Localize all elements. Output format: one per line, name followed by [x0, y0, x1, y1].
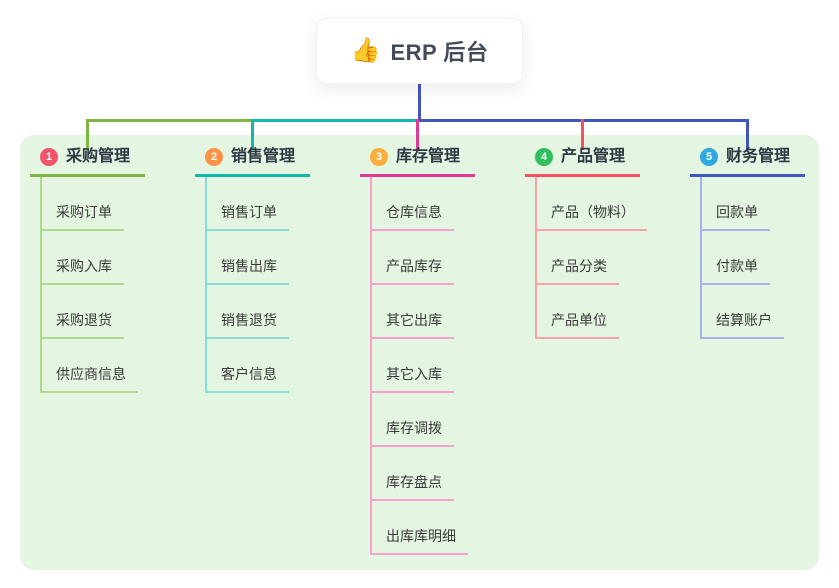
branch-drop-line — [746, 119, 749, 150]
branch-number-badge: 1 — [40, 148, 58, 166]
child-node[interactable]: 出库库明细 — [372, 501, 468, 555]
child-node[interactable]: 产品分类 — [537, 231, 619, 285]
branch-number-badge: 4 — [535, 148, 553, 166]
branch-label: 销售管理 — [231, 148, 296, 165]
branch-children: 产品（物料）产品分类产品单位 — [535, 177, 675, 339]
child-node[interactable]: 采购退货 — [42, 285, 124, 339]
child-node[interactable]: 库存调拨 — [372, 393, 454, 447]
branch-label: 库存管理 — [396, 148, 461, 165]
root-stem-line — [418, 84, 421, 122]
branch-label: 产品管理 — [561, 148, 626, 165]
branch-title[interactable]: 1 采购管理 — [30, 146, 145, 177]
child-node[interactable]: 库存盘点 — [372, 447, 454, 501]
branch-drop-line — [416, 119, 419, 150]
branch-drop-line — [86, 119, 89, 150]
child-node[interactable]: 产品库存 — [372, 231, 454, 285]
child-node[interactable]: 供应商信息 — [42, 339, 138, 393]
branch: 2 销售管理 销售订单销售出库销售退货客户信息 — [195, 146, 345, 393]
branch: 5 财务管理 回款单付款单结算账户 — [690, 146, 839, 339]
root-label: ERP 后台 — [390, 40, 489, 65]
child-node[interactable]: 销售退货 — [207, 285, 289, 339]
branch-number-badge: 3 — [370, 148, 388, 166]
child-node[interactable]: 产品单位 — [537, 285, 619, 339]
child-node[interactable]: 仓库信息 — [372, 177, 454, 231]
bus-segment — [86, 119, 254, 122]
branch-children: 销售订单销售出库销售退货客户信息 — [205, 177, 345, 393]
child-node[interactable]: 产品（物料） — [537, 177, 647, 231]
branch: 4 产品管理 产品（物料）产品分类产品单位 — [525, 146, 675, 339]
branch-children: 采购订单采购入库采购退货供应商信息 — [40, 177, 180, 393]
child-node[interactable]: 结算账户 — [702, 285, 784, 339]
root-node[interactable]: 👍 ERP 后台 — [316, 18, 523, 84]
branch-title[interactable]: 2 销售管理 — [195, 146, 310, 177]
child-node[interactable]: 回款单 — [702, 177, 770, 231]
bus-segment — [419, 119, 749, 122]
branch-title[interactable]: 3 库存管理 — [360, 146, 475, 177]
branch: 1 采购管理 采购订单采购入库采购退货供应商信息 — [30, 146, 180, 393]
child-node[interactable]: 采购订单 — [42, 177, 124, 231]
child-node[interactable]: 其它出库 — [372, 285, 454, 339]
branch-label: 采购管理 — [66, 148, 131, 165]
bus-segment — [251, 119, 420, 122]
branch: 3 库存管理 仓库信息产品库存其它出库其它入库库存调拨库存盘点出库库明细 — [360, 146, 510, 555]
branch-drop-line — [581, 119, 584, 150]
child-node[interactable]: 付款单 — [702, 231, 770, 285]
branches-panel — [20, 135, 819, 570]
branch-drop-line — [251, 119, 254, 150]
branch-title[interactable]: 5 财务管理 — [690, 146, 805, 177]
branch-children: 仓库信息产品库存其它出库其它入库库存调拨库存盘点出库库明细 — [370, 177, 510, 555]
child-node[interactable]: 采购入库 — [42, 231, 124, 285]
child-node[interactable]: 销售订单 — [207, 177, 289, 231]
branch-number-badge: 2 — [205, 148, 223, 166]
child-node[interactable]: 客户信息 — [207, 339, 289, 393]
branch-children: 回款单付款单结算账户 — [700, 177, 839, 339]
branch-number-badge: 5 — [700, 148, 718, 166]
branch-label: 财务管理 — [726, 148, 791, 165]
child-node[interactable]: 销售出库 — [207, 231, 289, 285]
child-node[interactable]: 其它入库 — [372, 339, 454, 393]
branch-title[interactable]: 4 产品管理 — [525, 146, 640, 177]
thumbs-up-icon: 👍 — [350, 37, 381, 64]
